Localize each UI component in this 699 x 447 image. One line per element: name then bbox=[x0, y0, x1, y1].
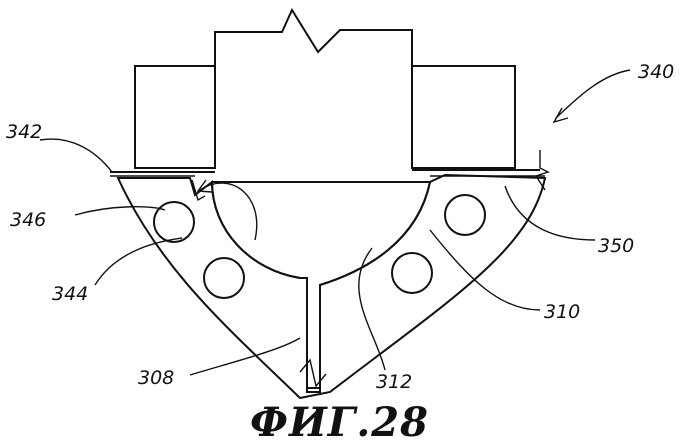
label-340: 340 bbox=[638, 61, 674, 83]
ball-lower-left bbox=[204, 258, 244, 298]
leader-340 bbox=[556, 70, 630, 118]
label-310: 310 bbox=[544, 301, 580, 323]
upper-left-block bbox=[135, 66, 215, 168]
label-350: 350 bbox=[598, 235, 634, 257]
break-mark-bottom bbox=[300, 360, 326, 386]
lower-housing bbox=[118, 175, 545, 398]
upper-right-block bbox=[412, 66, 515, 168]
leader-312 bbox=[359, 248, 385, 370]
central-shaft bbox=[215, 10, 412, 168]
label-312: 312 bbox=[376, 371, 412, 393]
label-342: 342 bbox=[6, 121, 42, 143]
label-344: 344 bbox=[52, 283, 88, 305]
ball-lower-right bbox=[392, 253, 432, 293]
label-346: 346 bbox=[10, 209, 46, 231]
leader-308 bbox=[190, 338, 300, 375]
ball-upper-right bbox=[445, 195, 485, 235]
label-308: 308 bbox=[138, 367, 174, 389]
leader-346 bbox=[75, 207, 165, 215]
leader-340-arrowhead bbox=[554, 108, 568, 122]
leader-342 bbox=[40, 139, 112, 172]
figure-caption: ФИГ.28 bbox=[250, 399, 429, 446]
